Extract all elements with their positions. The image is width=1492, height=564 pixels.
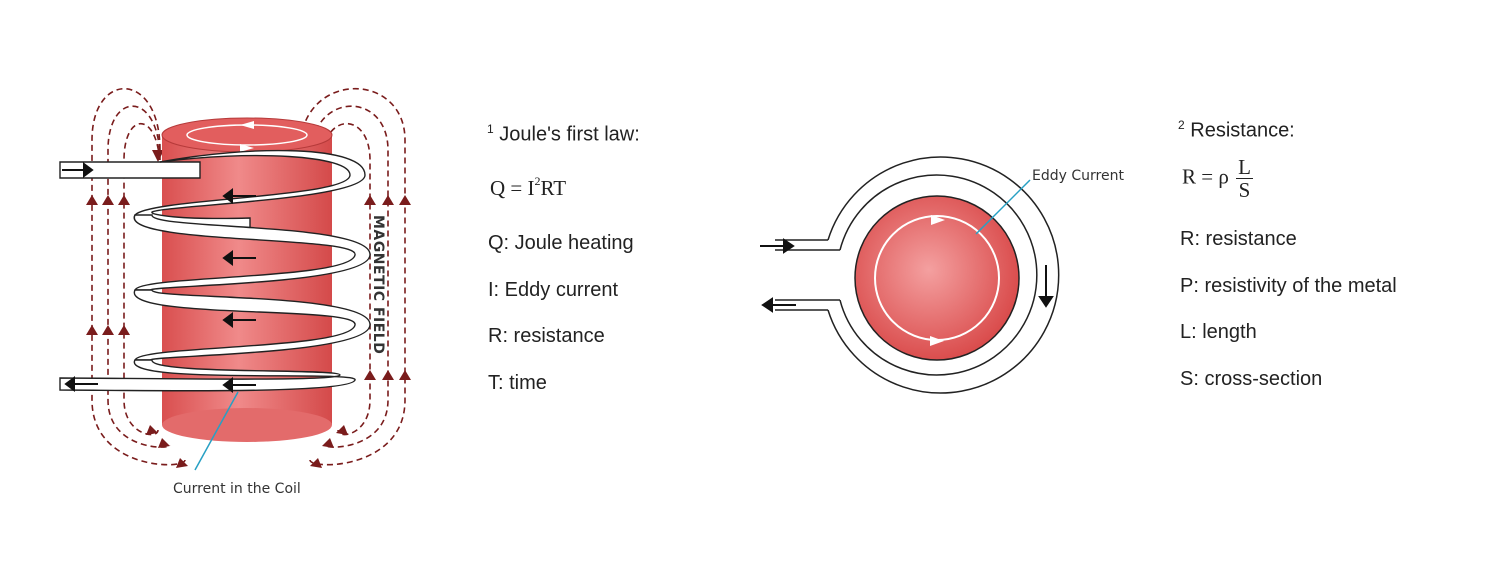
coil-label-leader	[194, 391, 239, 471]
joule-formula-eq: =	[510, 176, 523, 200]
joule-formula-lhs: Q	[490, 176, 506, 200]
metal-disc	[854, 195, 1020, 361]
resistance-definition: S: cross-section	[1180, 368, 1323, 390]
resistance-formula-eq: =	[1201, 164, 1214, 189]
resistance-heading-text: Resistance:	[1190, 119, 1295, 142]
joule-definition: R: resistance	[488, 325, 605, 347]
resistance-formula-rho: ρ	[1218, 164, 1229, 189]
joule-formula-current: I	[527, 176, 535, 200]
joule-formula-rest: RT	[540, 176, 567, 200]
coil-label: Current in the Coil	[173, 481, 301, 497]
resistance-formula-denominator: S	[1238, 178, 1251, 202]
joule-heading-text: Joule's first law:	[499, 123, 640, 146]
eddy-arrow-bottom	[930, 336, 944, 346]
resistance-formula-lhs: R	[1182, 164, 1197, 189]
eddy-coil-arrows	[760, 238, 1054, 313]
resistance-heading: 2 Resistance:	[1178, 118, 1295, 143]
joule-footnote-mark: 1	[487, 122, 494, 136]
joule-formula-exponent: 2	[534, 174, 541, 188]
joule-definition: I: Eddy current	[488, 279, 619, 301]
resistance-definition: R: resistance	[1180, 228, 1297, 250]
eddy-arrow-top	[931, 215, 945, 225]
joule-definition: T: time	[488, 372, 547, 394]
resistance-formula: R = ρ L S	[1182, 156, 1253, 201]
joule-definition: Q: Joule heating	[488, 232, 634, 254]
joule-formula: Q = I2RT	[490, 174, 567, 201]
magnetic-field-label: MAGNETIC FIELD	[370, 215, 386, 354]
eddy-label: Eddy Current	[1032, 168, 1124, 184]
coil-current-arrows	[62, 162, 256, 393]
resistance-definition: P: resistivity of the metal	[1180, 275, 1397, 297]
induction-coil-diagram: Current in the Coil MAGNETIC FIELD	[59, 87, 411, 497]
resistance-formula-fraction: L S	[1236, 156, 1253, 201]
induction-coil	[59, 149, 371, 392]
eddy-current-diagram: Eddy Current	[760, 156, 1124, 394]
resistance-formula-numerator: L	[1236, 155, 1253, 179]
joule-heading: 1 Joule's first law:	[487, 122, 640, 147]
resistance-footnote-mark: 2	[1178, 118, 1185, 132]
resistance-definition: L: length	[1180, 321, 1257, 343]
eddy-label-leader	[975, 179, 1031, 235]
